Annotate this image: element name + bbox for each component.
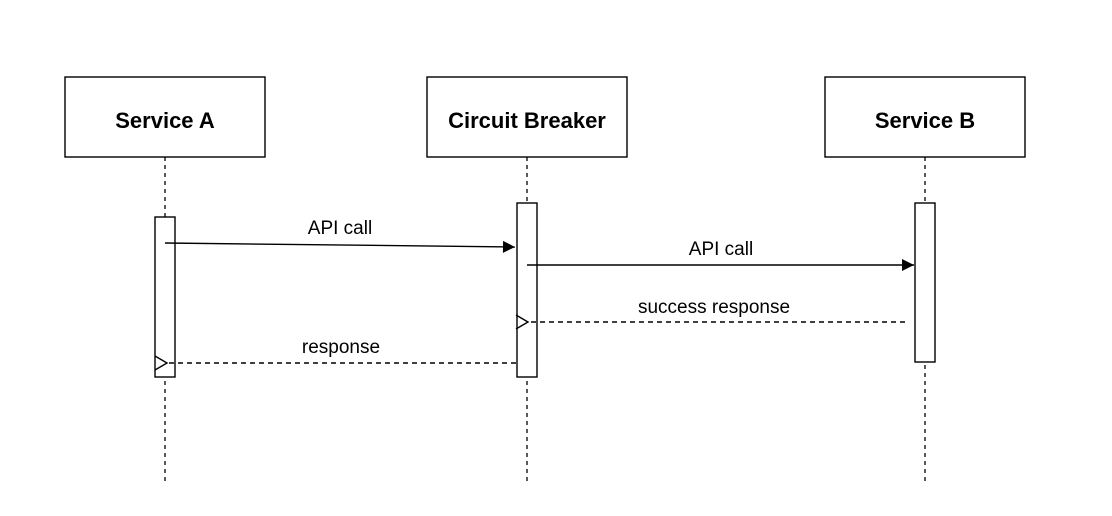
activation-bar-service-b bbox=[914, 202, 936, 363]
message-success-response: success response bbox=[515, 297, 905, 330]
participant-service-b: Service B bbox=[824, 76, 1026, 158]
participant-service-a: Service A bbox=[64, 76, 266, 158]
participant-label: Circuit Breaker bbox=[448, 108, 606, 133]
message-label: API call bbox=[689, 239, 753, 260]
activation-bar-service-a bbox=[154, 216, 176, 378]
participant-label: Service B bbox=[875, 108, 975, 133]
message-api-call-a-to-cb: API call bbox=[164, 218, 516, 253]
message-label: API call bbox=[308, 218, 372, 239]
participant-label: Service A bbox=[115, 108, 215, 133]
message-label: success response bbox=[638, 297, 790, 318]
activation-bar-circuit-breaker bbox=[516, 202, 538, 378]
participant-circuit-breaker: Circuit Breaker bbox=[426, 76, 628, 158]
message-api-call-cb-to-b: API call bbox=[527, 239, 914, 271]
message-label: response bbox=[302, 337, 380, 358]
message-response: response bbox=[154, 337, 516, 371]
